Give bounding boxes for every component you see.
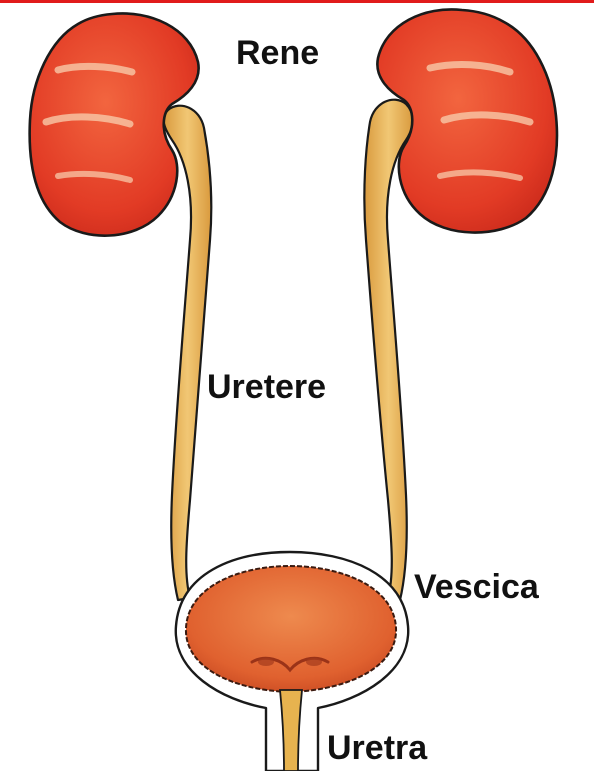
bladder-label: Vescica [414,570,539,604]
ureter-label: Uretere [207,370,326,404]
urethra [280,690,302,771]
urethra-label: Uretra [327,731,427,765]
kidney-label: Rene [236,36,319,70]
